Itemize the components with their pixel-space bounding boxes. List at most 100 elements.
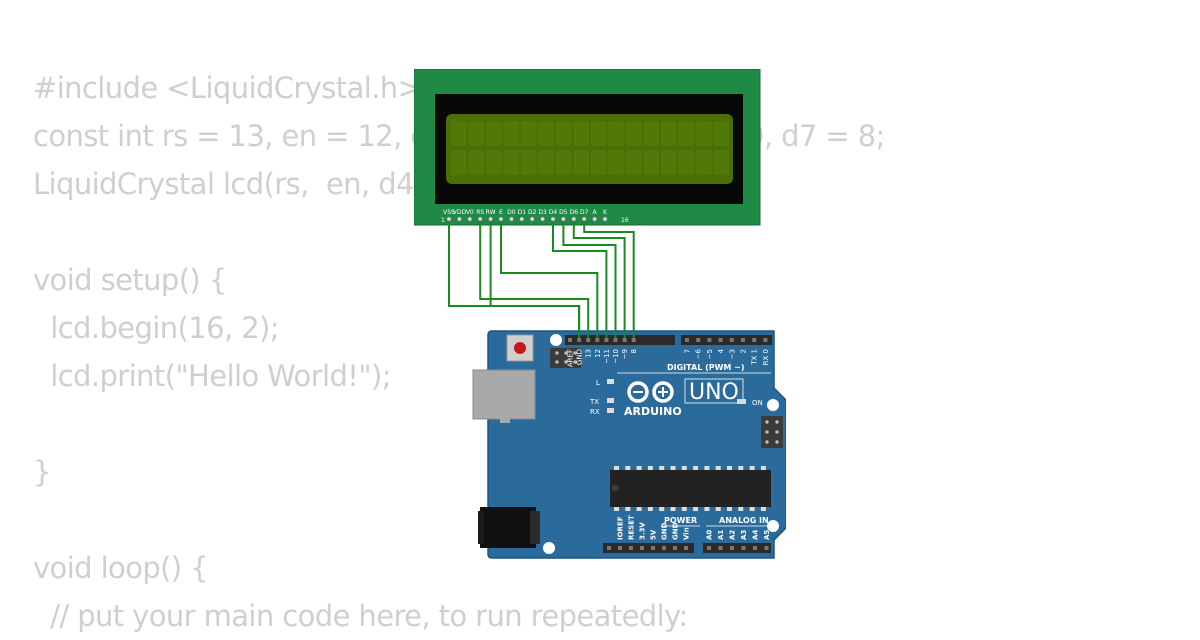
lcd-pin[interactable] (456, 216, 462, 222)
lcd-pin[interactable] (477, 216, 483, 222)
header-socket[interactable] (622, 338, 627, 342)
header-socket[interactable] (685, 338, 689, 342)
lcd-cell (468, 150, 484, 175)
code-line[interactable]: void setup() { (33, 263, 227, 297)
lcd-pin[interactable] (550, 216, 556, 222)
model-frame (684, 378, 744, 404)
header-socket[interactable] (752, 338, 757, 342)
header-socket[interactable] (684, 546, 688, 550)
lcd-pin-last-label: 16 (621, 217, 629, 224)
lcd-cell (538, 121, 554, 146)
header-socket[interactable] (640, 546, 644, 550)
chip-pin (727, 466, 732, 470)
header-socket[interactable] (729, 338, 734, 342)
header-socket[interactable] (763, 338, 768, 342)
header-socket[interactable] (618, 546, 622, 550)
chip-pin (636, 466, 642, 470)
header-socket[interactable] (718, 546, 723, 550)
chip-pin (693, 466, 699, 470)
lcd-pin[interactable] (508, 216, 514, 222)
code-line[interactable]: void loop() { (33, 551, 209, 585)
led-on (737, 399, 746, 404)
lcd-pin-label: A (593, 209, 598, 216)
digital-pin-label: ~9 (621, 349, 629, 359)
lcd-cell (678, 150, 694, 175)
header-socket[interactable] (741, 338, 745, 342)
code-line[interactable]: lcd.print("Hello World!"); (33, 359, 391, 393)
code-line[interactable]: lcd.begin(16, 2); (33, 311, 279, 345)
header-socket[interactable] (673, 546, 677, 550)
lcd-pin[interactable] (560, 216, 566, 222)
code-line[interactable]: } (33, 455, 51, 489)
header-socket[interactable] (604, 338, 609, 342)
chip-pin (647, 466, 653, 470)
header-socket[interactable] (707, 546, 711, 550)
wire[interactable] (572, 221, 626, 338)
lcd-cell (503, 121, 519, 146)
chip-pin (760, 466, 766, 470)
header-socket[interactable] (607, 546, 611, 550)
header-socket[interactable] (718, 338, 723, 342)
jumper-wires[interactable] (448, 221, 635, 338)
led-tx (607, 398, 614, 403)
lcd-pin[interactable] (592, 216, 598, 222)
power-pin-label: RESET (628, 515, 636, 540)
wire[interactable] (479, 221, 590, 338)
digital-header-high (565, 335, 675, 345)
wire[interactable] (562, 221, 617, 338)
lcd-pin[interactable] (540, 216, 546, 222)
lcd-pin[interactable] (602, 216, 608, 222)
lcd-pin-label: VSS (443, 209, 455, 216)
lcd-pin[interactable] (488, 216, 494, 222)
header-socket[interactable] (741, 546, 746, 550)
header-socket[interactable] (651, 546, 655, 550)
mounting-hole (550, 334, 562, 346)
wire[interactable] (583, 221, 635, 338)
lcd-pin[interactable] (446, 216, 452, 222)
chip-pin (647, 507, 653, 511)
header-socket[interactable] (696, 338, 701, 342)
header-socket[interactable] (707, 338, 712, 342)
header-socket[interactable] (568, 338, 572, 342)
lcd-cell (573, 121, 589, 146)
header-socket[interactable] (595, 338, 600, 342)
mounting-hole (543, 542, 555, 554)
digital-pin-label: ~3 (728, 349, 736, 359)
header-socket[interactable] (586, 338, 591, 342)
reset-button[interactable] (506, 334, 534, 362)
digital-header-low (681, 335, 772, 345)
header-socket[interactable] (753, 546, 757, 550)
lcd-pin[interactable] (571, 216, 577, 222)
mounting-hole (767, 399, 779, 411)
analog-pin-label: A5 (763, 530, 771, 540)
header-socket[interactable] (764, 546, 769, 550)
digital-pin-label: ~5 (706, 349, 714, 359)
power-pin-label: 3.3V (639, 522, 647, 540)
chip-pin (738, 507, 744, 511)
lcd-cell (486, 121, 502, 146)
lcd-pin[interactable] (467, 216, 473, 222)
header-socket[interactable] (629, 546, 633, 550)
chip-pin (625, 507, 631, 511)
lcd-pin[interactable] (529, 216, 535, 222)
code-line[interactable]: // put your main code here, to run repea… (33, 599, 688, 633)
wire[interactable] (500, 221, 599, 338)
header-socket[interactable] (730, 546, 734, 550)
lcd-pin[interactable] (498, 216, 504, 222)
header-socket[interactable] (631, 338, 636, 342)
chip-pin (681, 507, 687, 511)
lcd-cell (626, 150, 642, 175)
lcd-pin[interactable] (581, 216, 587, 222)
wire[interactable] (552, 221, 608, 338)
chip-pin (659, 466, 665, 470)
lcd-pin[interactable] (519, 216, 525, 222)
wire[interactable] (489, 221, 581, 338)
header-socket[interactable] (613, 338, 618, 342)
header-socket[interactable] (577, 338, 582, 342)
code-line[interactable]: #include <LiquidCrystal.h> (33, 71, 422, 105)
header-socket[interactable] (662, 546, 666, 550)
wire[interactable] (448, 221, 581, 338)
